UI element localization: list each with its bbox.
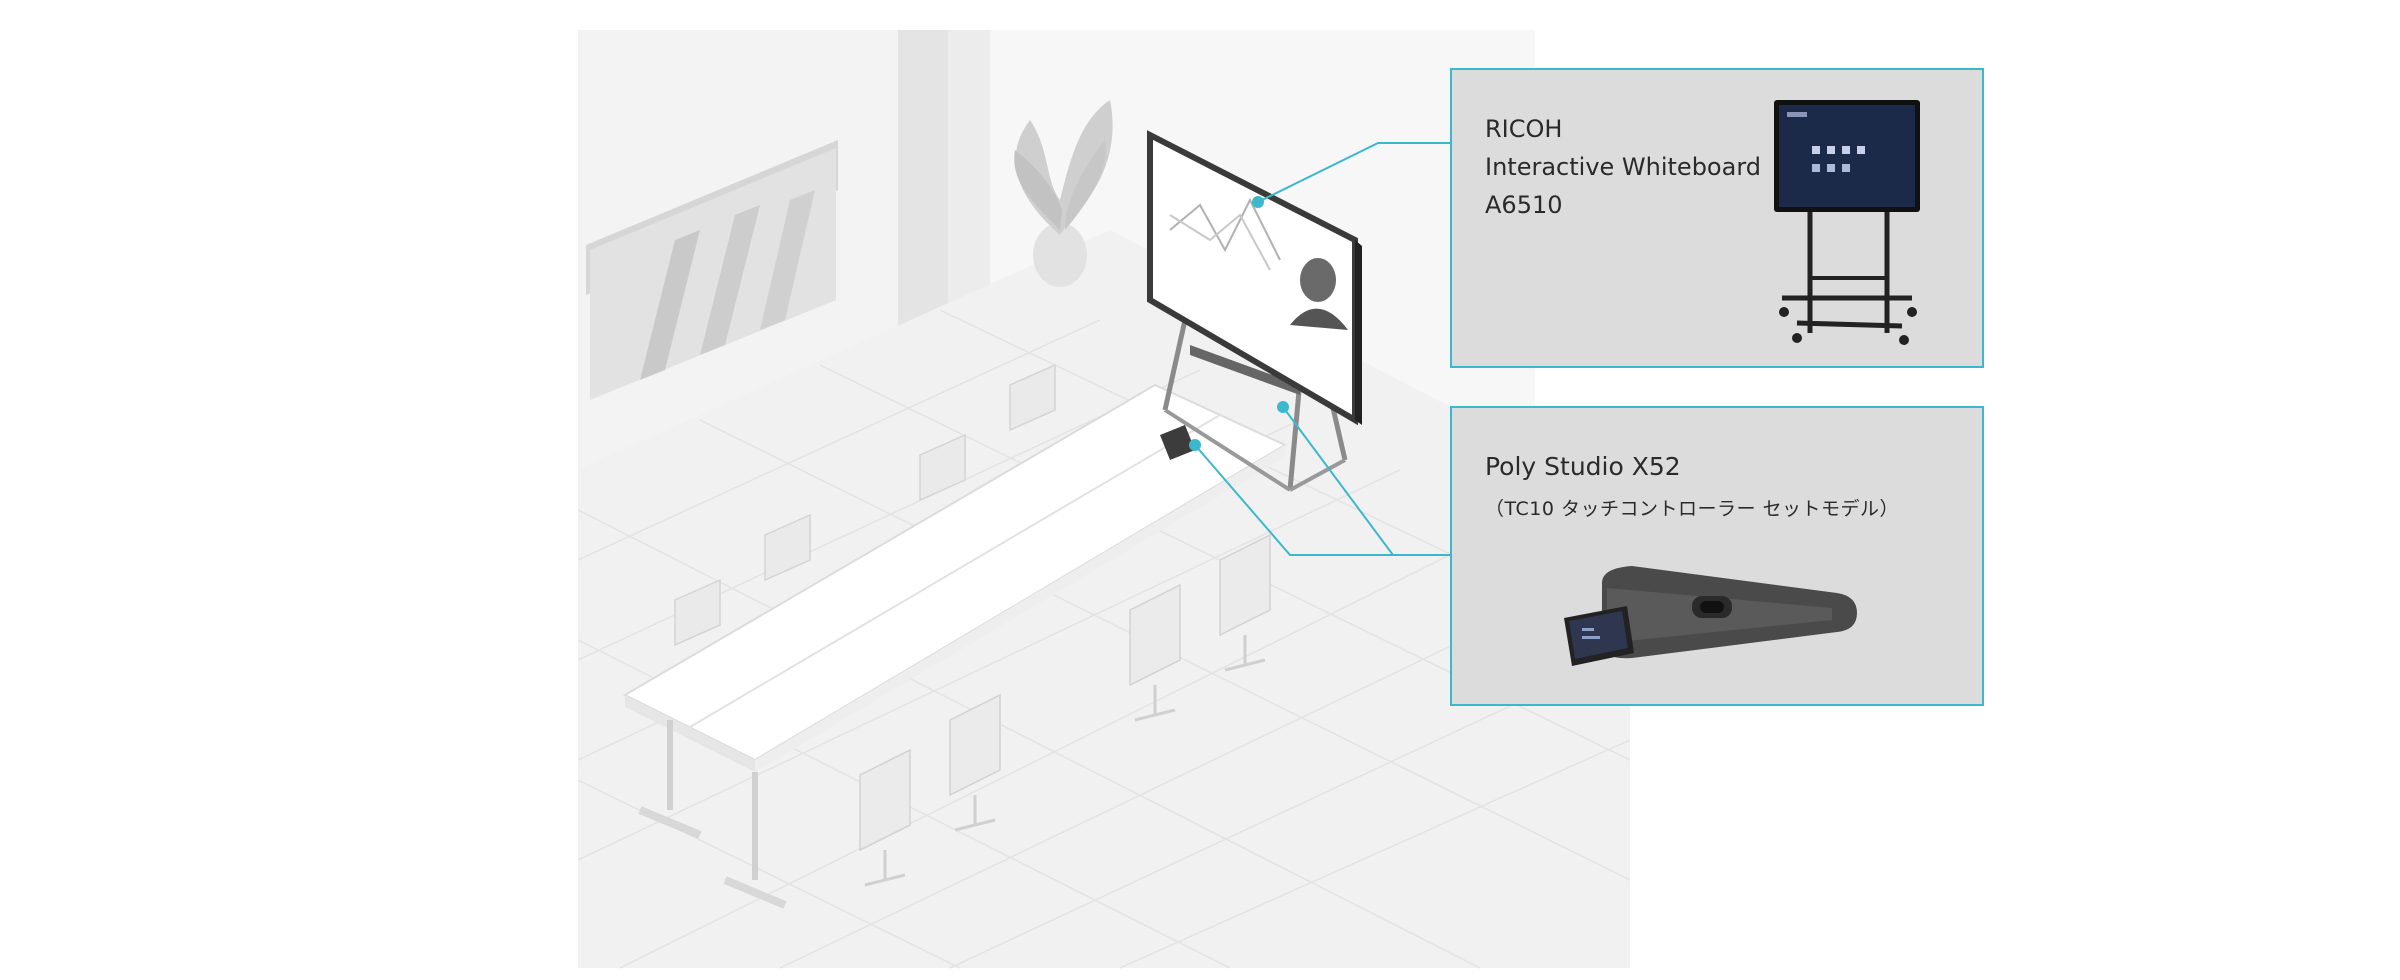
conference-table — [622, 383, 1288, 909]
callout-leader-lines — [1194, 142, 1450, 556]
wall-window-stripe-1 — [640, 230, 700, 380]
whiteboard-brand: RICOH — [1485, 115, 1563, 143]
poly-product-title: Poly Studio X52 — [1485, 452, 1681, 481]
potted-plant — [1014, 100, 1113, 287]
touch-controller-in-room — [1160, 425, 1195, 460]
whiteboard-callout: RICOH Interactive Whiteboard A6510 — [1450, 68, 1984, 368]
chairs-back-row — [674, 363, 1056, 647]
pillar-side — [948, 30, 990, 320]
wall-window-stripe-2 — [700, 205, 760, 355]
pillar — [898, 30, 948, 340]
whiteboard-model: A6510 — [1485, 191, 1563, 219]
wall-window-stripe-3 — [760, 190, 815, 330]
whiteboard-product-name: Interactive Whiteboard — [1485, 153, 1761, 181]
chairs-front-row — [859, 533, 1271, 852]
poly-product-subtitle: （TC10 タッチコントローラー セットモデル） — [1485, 498, 1900, 520]
interactive-whiteboard-icon — [1774, 100, 1920, 345]
whiteboard-in-room — [1147, 130, 1362, 492]
chair-legs — [864, 635, 1266, 887]
floor — [578, 230, 1630, 968]
callout-anchor-dots — [1189, 196, 1289, 451]
poly-callout: Poly Studio X52 （TC10 タッチコントローラー セットモデル） — [1450, 406, 1984, 706]
video-bar-with-controller-icon — [1564, 566, 1857, 666]
